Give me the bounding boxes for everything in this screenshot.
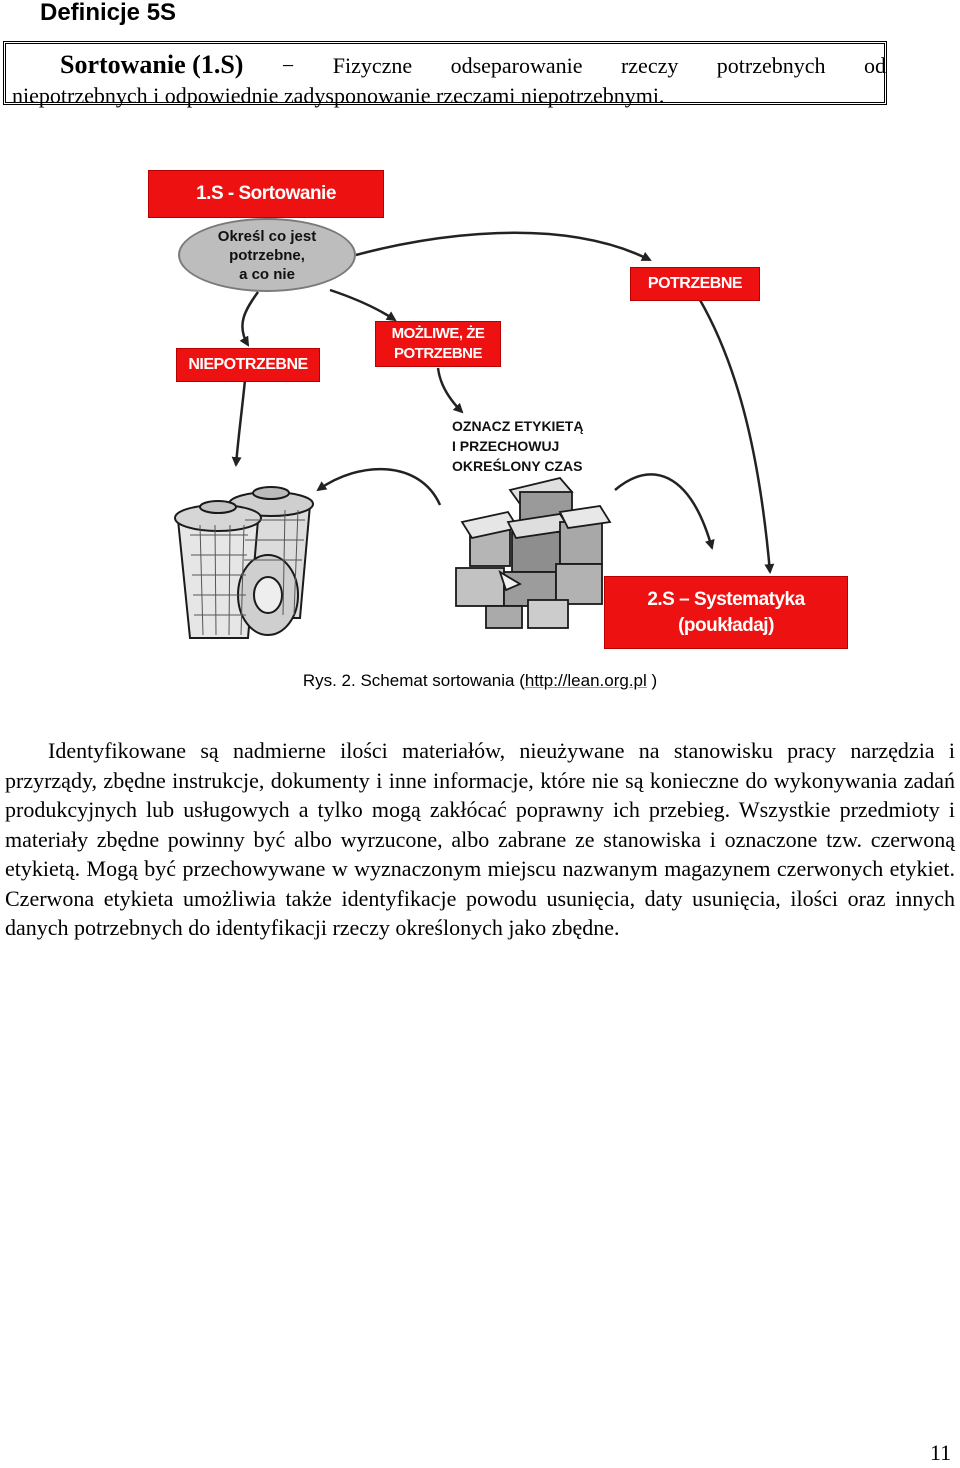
box-2s-line: 2.S – Systematyka [647, 588, 805, 610]
diagram-arrows [174, 231, 775, 639]
definition-word: Fizyczne [332, 53, 413, 78]
box-niepotrzebne-label: NIEPOTRZEBNE [188, 356, 308, 373]
box-mozliwe-line: POTRZEBNE [393, 345, 483, 362]
caption-end: ) [646, 671, 658, 690]
definition-word: odseparowanie [450, 53, 583, 78]
decision-ellipse: Określ co jest potrzebne, a co nie [178, 218, 356, 292]
body-paragraph: Identyfikowane są nadmierne ilości mater… [5, 738, 955, 940]
arrow-potrzebne-to-2s [698, 299, 775, 574]
definition-word: od [863, 53, 886, 78]
caption-link[interactable]: http://lean.org.pl [524, 671, 647, 690]
note-line: OZNACZ ETYKIETĄ [452, 418, 584, 434]
definition-word: rzeczy [620, 53, 679, 78]
definition-line-2: niepotrzebnych i odpowiednie zadysponowa… [12, 83, 665, 108]
arrow-to-potrzebne [355, 231, 652, 262]
definition-line-1: Sortowanie (1.S) − Fizyczne odseparowani… [60, 50, 886, 80]
box-mozliwe-line: MOŻLIWE, ŻE [391, 325, 485, 342]
box-potrzebne: POTRZEBNE [630, 267, 760, 301]
title-box-label: 1.S - Sortowanie [196, 183, 336, 204]
box-2s-line: (poukładaj) [678, 614, 774, 636]
boxes-stack-illustration [455, 476, 612, 629]
box-mozliwe-potrzebne: MOŻLIWE, ŻE POTRZEBNE [375, 321, 501, 367]
page-number: 11 [930, 1440, 952, 1465]
definition-term: Sortowanie (1.S) [60, 50, 244, 79]
page-heading: Definicje 5S [40, 0, 177, 26]
title-box-1s: 1.S - Sortowanie [148, 170, 384, 218]
note-line: I PRZECHOWUJ [452, 438, 560, 454]
box-niepotrzebne: NIEPOTRZEBNE [176, 348, 320, 382]
box-potrzebne-label: POTRZEBNE [647, 275, 743, 292]
figure-caption: Rys. 2. Schemat sortowania (http://lean.… [0, 671, 960, 691]
ellipse-line: Określ co jest [217, 227, 317, 245]
caption-text: Rys. 2. Schemat sortowania ( [302, 671, 525, 690]
arrow-to-niepotrzebne [239, 291, 260, 347]
arrow-boxes-to-trash [316, 467, 442, 506]
arrow-to-mozliwe [329, 288, 397, 322]
arrow-to-boxes [436, 367, 464, 414]
arrow-to-trash [231, 379, 247, 467]
label-instruction-note: OZNACZ ETYKIETĄ I PRZECHOWUJ OKREŚLONY C… [452, 416, 583, 476]
trash-cans-illustration [174, 486, 314, 639]
ellipse-line: a co nie [239, 265, 295, 283]
box-2s-systematyka: 2.S – Systematyka (poukładaj) [604, 576, 848, 649]
sorting-diagram: 1.S - Sortowanie Określ co jest potrzebn… [0, 160, 960, 660]
ellipse-line: potrzebne, [229, 246, 305, 264]
arrow-boxes-to-2s [614, 473, 715, 550]
definition-box: Sortowanie (1.S) − Fizyczne odseparowani… [3, 41, 887, 108]
note-line: OKREŚLONY CZAS [452, 458, 583, 474]
definition-dash: − [281, 53, 295, 78]
definition-word: potrzebnych [716, 53, 826, 78]
